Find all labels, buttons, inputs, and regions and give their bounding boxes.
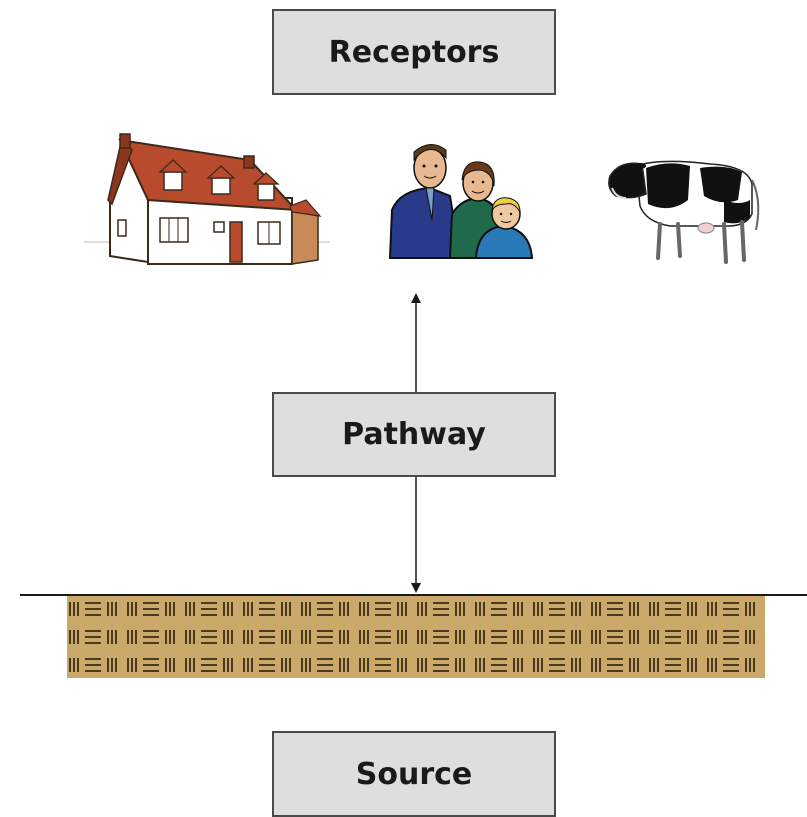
pathway-label: Pathway [342, 417, 486, 452]
receptors-box: Receptors [272, 9, 556, 95]
house-icon [84, 133, 330, 265]
soil-hatching [67, 596, 765, 678]
receptors-label: Receptors [328, 34, 500, 70]
cow-icon [608, 160, 760, 264]
family-icon [388, 144, 534, 259]
source-label: Source [355, 756, 473, 792]
source-box: Source [272, 731, 556, 817]
pathway-box: Pathway [272, 392, 556, 477]
